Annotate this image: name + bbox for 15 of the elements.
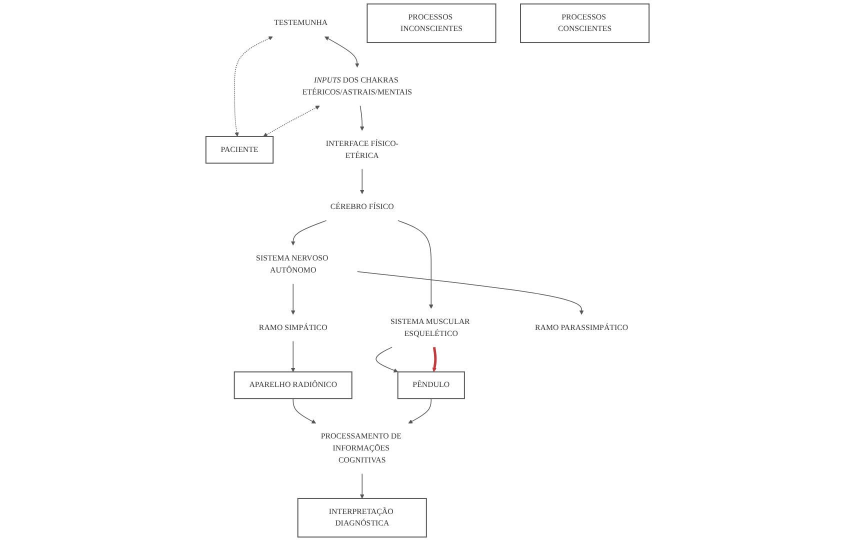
arrow xyxy=(263,106,320,137)
arrow xyxy=(290,220,327,246)
arrow xyxy=(357,271,584,315)
arrow xyxy=(432,346,437,372)
arrow xyxy=(292,398,316,424)
arrow xyxy=(290,283,296,315)
arrow xyxy=(290,340,296,372)
arrow xyxy=(360,105,364,131)
arrow xyxy=(398,220,434,309)
arrow xyxy=(408,398,432,424)
arrow xyxy=(234,36,273,137)
arrow xyxy=(360,168,364,194)
arrow xyxy=(376,346,398,372)
arrow xyxy=(360,473,364,499)
arrow xyxy=(324,36,360,68)
